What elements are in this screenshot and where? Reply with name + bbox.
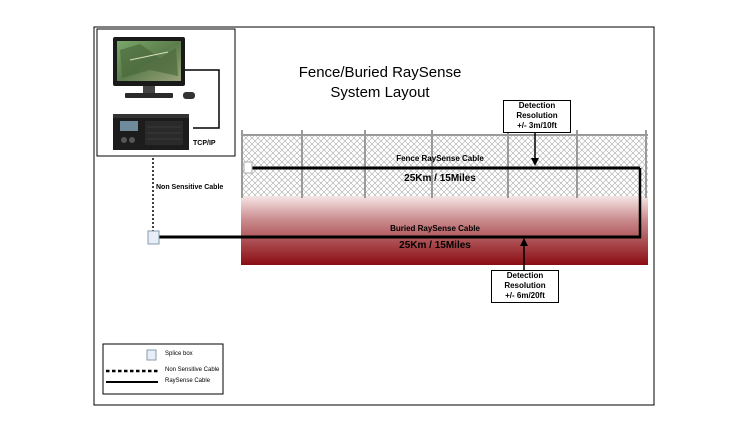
fence-detection-resolution: Detection Resolution +/- 3m/10ft <box>503 100 571 133</box>
legend-box <box>102 343 224 395</box>
fence-resolution-line1: Detection <box>518 101 556 110</box>
legend-non-sensitive-label: Non Sensitive Cable <box>165 367 220 373</box>
fence-splice-box <box>243 161 253 174</box>
buried-resolution-line1: Detection <box>506 271 544 280</box>
diagram-title-line1: Fence/Buried RaySense <box>298 64 462 81</box>
diagram-title-line2: System Layout <box>330 84 430 101</box>
tcp-ip-label: TCP/IP <box>193 140 216 147</box>
splice-box <box>147 230 160 245</box>
fence-arrow-head <box>531 158 539 166</box>
buried-arrow-head <box>520 238 528 246</box>
monitor-server-link <box>185 69 220 129</box>
server-unit-icon <box>113 114 189 150</box>
outer-frame <box>93 26 655 406</box>
monitor-icon <box>113 37 195 99</box>
legend-splice-box-icon <box>146 349 157 361</box>
buried-detection-resolution: Detection Resolution +/- 6m/20ft <box>491 270 559 303</box>
fence-posts <box>241 130 647 198</box>
fence-resolution-line2: Resolution <box>516 111 558 120</box>
buried-zone <box>241 196 648 265</box>
fence-cable-length: 25Km / 15Miles <box>404 173 476 184</box>
fence-cable-label: Fence RaySense Cable <box>396 154 484 163</box>
buried-resolution-line3: +/- 6m/20ft <box>505 291 545 300</box>
legend-splice-box-label: Splice box <box>165 351 193 357</box>
buried-cable-length: 25Km / 15Miles <box>399 240 471 251</box>
non-sensitive-cable-label: Non Sensitive Cable <box>156 184 224 191</box>
legend-raysense-label: RaySense Cable <box>165 378 211 384</box>
buried-resolution-line2: Resolution <box>504 281 546 290</box>
buried-cable-label: Buried RaySense Cable <box>390 224 480 233</box>
fence-mesh <box>241 136 648 196</box>
fence-resolution-line3: +/- 3m/10ft <box>517 121 557 130</box>
